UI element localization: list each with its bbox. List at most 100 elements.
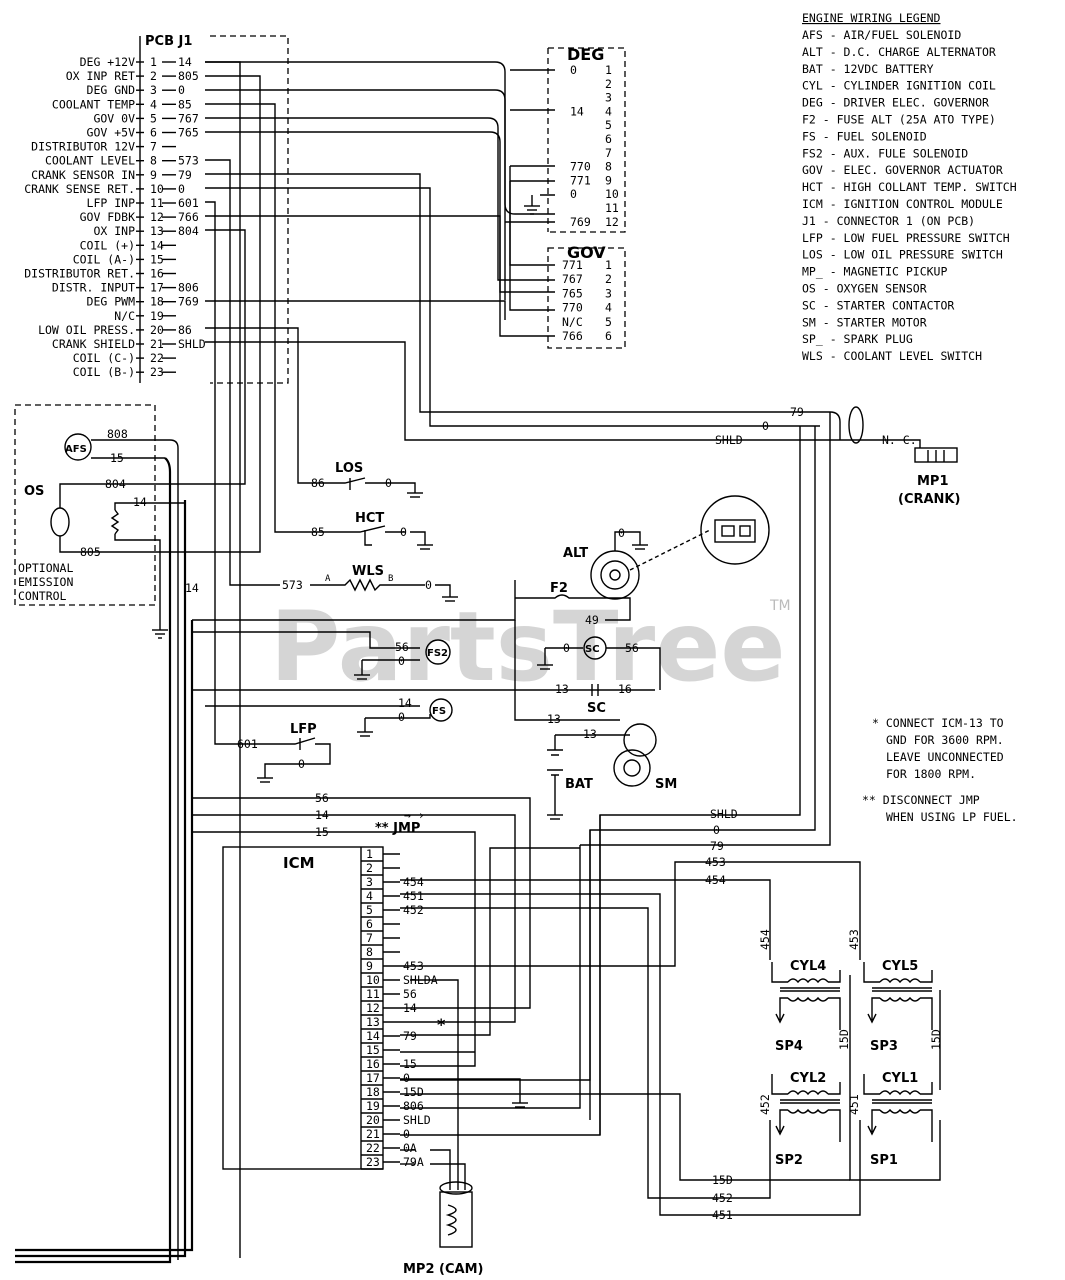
svg-text:14: 14	[315, 808, 329, 822]
legend-item: CYL - CYLINDER IGNITION COIL	[802, 79, 996, 93]
icm-pin-number: 17	[366, 1071, 380, 1085]
svg-text:13: 13	[555, 682, 569, 696]
svg-text:0: 0	[713, 823, 720, 837]
pcb-outline	[210, 35, 289, 384]
svg-text:56: 56	[315, 791, 329, 805]
svg-text:SHLD: SHLD	[715, 433, 743, 447]
pcb-pin-label: GOV 0V	[93, 111, 135, 125]
icm-pin-number: 23	[366, 1155, 380, 1169]
svg-text:→ ›: → ›	[404, 808, 425, 822]
deg-pin-number: 6	[605, 132, 612, 146]
icm-pin-number: 11	[366, 987, 380, 1001]
gov-pin-number: 2	[605, 272, 612, 286]
icm-pin-number: 15	[366, 1043, 380, 1057]
icm-pin-wire: 79	[403, 1029, 417, 1043]
pcb-pin-label: DEG PWM	[87, 295, 136, 309]
los-switch: 86 LOS 0	[205, 327, 423, 498]
pcb-pin-wire: 767	[178, 111, 199, 125]
cyl5-label: CYL5	[882, 959, 918, 974]
icm-pin-wire: 0A	[403, 1141, 417, 1155]
pcb-pin-wire: 573	[178, 154, 199, 168]
svg-text:EMISSION: EMISSION	[18, 575, 73, 589]
svg-text:SHLD: SHLD	[710, 807, 738, 821]
icm-pin-number: 6	[366, 917, 373, 931]
pcb-pin-label: COIL (B-)	[73, 365, 135, 379]
icm-pin-wire: 453	[403, 959, 424, 973]
svg-text:LFP: LFP	[290, 722, 317, 737]
svg-text:14: 14	[185, 581, 199, 595]
icm-pin-number: 13	[366, 1015, 380, 1029]
pcb-pin-wire: 765	[178, 126, 199, 140]
icm-pin-number: 2	[366, 861, 373, 875]
deg-title: DEG	[567, 45, 604, 64]
svg-text:F2: F2	[550, 581, 568, 596]
svg-text:SM: SM	[655, 777, 677, 792]
svg-text:A: A	[325, 574, 331, 584]
icm-pin-wire: SHLD	[403, 1113, 431, 1127]
pcb-pin-label: CRANK SHIELD	[52, 337, 135, 351]
legend-item: F2 - FUSE ALT (25A ATO TYPE)	[802, 113, 996, 127]
icm-pin-wire: 15	[403, 1057, 417, 1071]
pcb-pin-label: COIL (+)	[80, 238, 135, 252]
gov-pin-wire: 770	[562, 301, 583, 315]
legend-item: SM - STARTER MOTOR	[802, 315, 927, 329]
deg-pin-number: 10	[605, 187, 619, 201]
gov-pin-wire: N/C	[562, 315, 583, 329]
legend-item: OS - OXYGEN SENSOR	[802, 282, 927, 296]
fs2-solenoid	[425, 639, 451, 665]
deg-pin-number: 9	[605, 173, 612, 187]
icm-title: ICM	[283, 854, 315, 872]
svg-text:0: 0	[762, 419, 769, 433]
icm-pin-number: 7	[366, 931, 373, 945]
pcb-pin-wire: SHLD	[178, 337, 206, 351]
svg-text:453: 453	[847, 929, 861, 950]
pcb-pin-wire: 804	[178, 224, 199, 238]
deg-outline	[547, 47, 626, 233]
svg-text:0: 0	[398, 710, 405, 724]
main-bus-wiring: 14	[15, 61, 655, 1264]
svg-text:CONTROL: CONTROL	[18, 589, 67, 603]
icm-pin-number: 19	[366, 1099, 380, 1113]
deg-pin-wire: 769	[570, 215, 591, 229]
legend-item: BAT - 12VDC BATTERY	[802, 62, 934, 76]
svg-text:ALT: ALT	[563, 546, 588, 561]
afs-solenoid	[64, 433, 92, 461]
svg-text:SP4: SP4	[775, 1039, 803, 1054]
deg-pin-number: 3	[605, 91, 612, 105]
deg-pin-number: 5	[605, 118, 612, 132]
pcb-pin-number: 10	[150, 182, 164, 196]
gov-pin-number: 3	[605, 286, 612, 300]
icm-pin-wire: 0	[403, 1071, 410, 1085]
icm-pin-number: 21	[366, 1127, 380, 1141]
pcb-pin-wire: 79	[178, 168, 192, 182]
svg-text:49: 49	[585, 613, 599, 627]
icm-pin-wire: 0	[403, 1127, 410, 1141]
icm-pin-wire: 56	[403, 987, 417, 1001]
deg-pin-number: 11	[605, 201, 619, 215]
icm-pin-number: 8	[366, 945, 373, 959]
pcb-pin-wire: 805	[178, 69, 199, 83]
icm-pin-wire: 79A	[403, 1155, 424, 1169]
mp2-label: MP2 (CAM)	[403, 1262, 483, 1277]
pcb-pin-label: CRANK SENSOR IN	[31, 168, 135, 182]
deg-pin-wire: 0	[570, 187, 577, 201]
pcb-pin-number: 23	[150, 365, 164, 379]
legend-item: ALT - D.C. CHARGE ALTERNATOR	[802, 45, 996, 59]
icm-pin-number: 4	[366, 889, 373, 903]
pcb-pin-wire: 601	[178, 196, 199, 210]
deg-pin-wire: 770	[570, 160, 591, 174]
fs2-sc-circuit: 56 0 FS2 0 SC 56	[354, 636, 661, 690]
deg-pin-wire: 14	[570, 104, 584, 118]
svg-text:452: 452	[712, 1191, 733, 1205]
icm-pin-number: 16	[366, 1057, 380, 1071]
pcb-pin-number: 12	[150, 210, 164, 224]
svg-text:805: 805	[80, 545, 101, 559]
starter-circuit: 13 16 SC 13 13 SM BAT	[547, 682, 677, 820]
gov-pin-number: 6	[605, 329, 612, 343]
svg-text:SP3: SP3	[870, 1039, 898, 1054]
lfp-switch: 601 LFP 0	[205, 201, 331, 783]
icm-pin-number: 5	[366, 903, 373, 917]
